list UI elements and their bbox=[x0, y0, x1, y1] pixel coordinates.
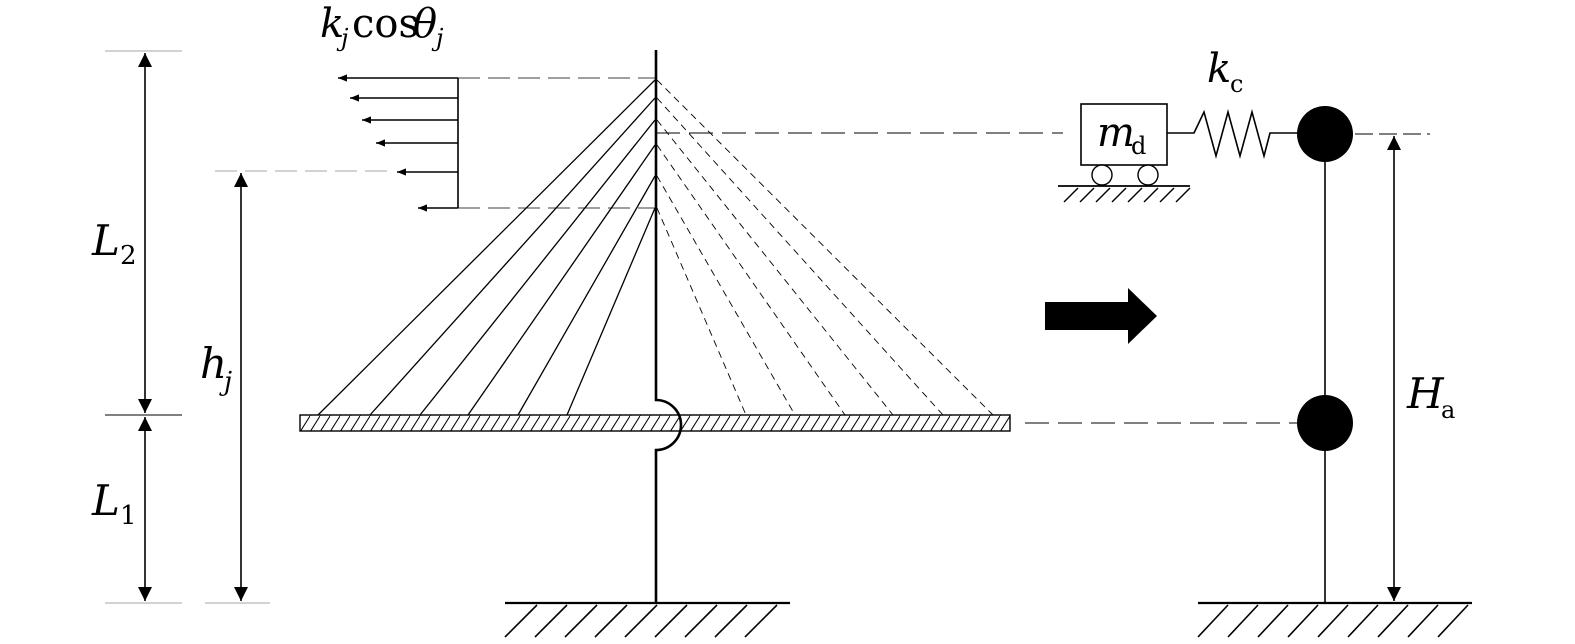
top-mass bbox=[1297, 106, 1353, 162]
svg-text:θ: θ bbox=[413, 1, 437, 47]
left-cables bbox=[317, 79, 656, 416]
label-hj: h j bbox=[200, 339, 232, 397]
cable-force-arrows bbox=[338, 74, 459, 212]
bridge-deck bbox=[299, 414, 1011, 432]
deck-mass bbox=[1297, 395, 1353, 451]
svg-text:k: k bbox=[320, 1, 344, 47]
label-md: m d bbox=[1097, 110, 1146, 160]
svg-text:c: c bbox=[1230, 70, 1243, 98]
svg-text:2: 2 bbox=[120, 241, 137, 271]
tower-ground bbox=[504, 601, 790, 638]
svg-text:a: a bbox=[1441, 396, 1455, 424]
label-L2: L 2 bbox=[91, 216, 137, 271]
svg-text:1: 1 bbox=[120, 501, 137, 531]
dimension-hj bbox=[205, 170, 390, 604]
svg-text:L: L bbox=[91, 216, 120, 265]
dimension-L bbox=[105, 50, 182, 604]
svg-text:h: h bbox=[200, 339, 227, 388]
svg-text:d: d bbox=[1131, 132, 1146, 160]
label-kc: k c bbox=[1207, 46, 1243, 98]
damper-ground bbox=[1058, 185, 1191, 203]
svg-text:cos: cos bbox=[352, 1, 419, 47]
model-ground bbox=[1197, 601, 1472, 638]
transform-arrow bbox=[1045, 288, 1157, 344]
right-cables bbox=[656, 79, 994, 416]
svg-text:m: m bbox=[1097, 110, 1135, 156]
damper-rollers bbox=[1091, 164, 1159, 186]
tower bbox=[654, 50, 683, 603]
svg-text:k: k bbox=[1207, 46, 1231, 92]
label-L1: L 1 bbox=[91, 476, 137, 531]
dimension-Ha bbox=[1355, 133, 1430, 601]
damper-mass bbox=[1080, 103, 1168, 166]
spring-kc bbox=[1167, 108, 1300, 160]
label-force: k j cos θ j bbox=[320, 1, 444, 52]
label-Ha: H a bbox=[1406, 369, 1455, 424]
svg-text:L: L bbox=[91, 476, 120, 525]
svg-text:H: H bbox=[1406, 369, 1445, 418]
